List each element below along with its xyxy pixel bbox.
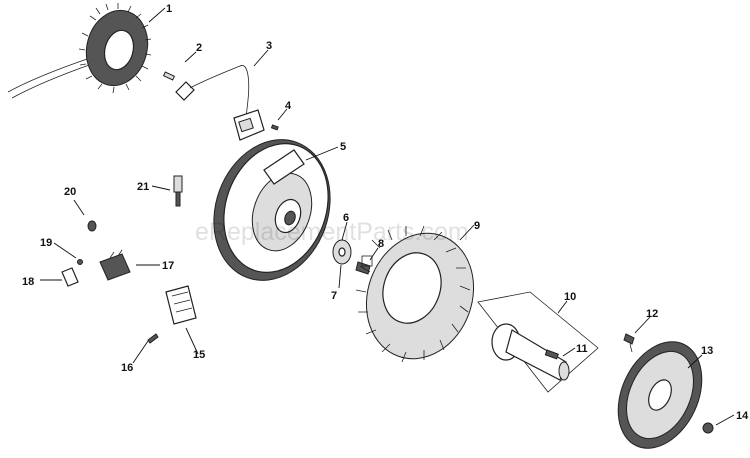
callout-18: 18: [22, 276, 34, 288]
bracket-part: [61, 267, 79, 287]
screw-part: [623, 333, 635, 353]
callout-6: 6: [343, 212, 349, 224]
screen-part: [617, 341, 703, 449]
clip-part: [77, 259, 83, 265]
shaft-assembly-part: [477, 291, 599, 393]
callout-2: 2: [196, 42, 202, 54]
callout-9: 9: [474, 220, 480, 232]
callout-1: 1: [166, 3, 172, 15]
fan-part: [355, 225, 475, 363]
ignition-module-part: [233, 109, 279, 141]
spark-plug-lead-part: [162, 65, 250, 119]
callout-11: 11: [576, 343, 588, 355]
rectifier-part: [165, 285, 197, 325]
callout-17: 17: [162, 260, 174, 272]
callout-13: 13: [701, 345, 713, 357]
callout-21: 21: [137, 181, 149, 193]
nut-part: [702, 422, 714, 434]
leader-lines: [40, 7, 735, 426]
regulator-part: [99, 249, 131, 281]
callout-14: 14: [736, 410, 749, 422]
watermark: eReplacementParts.com: [195, 218, 469, 246]
callout-7: 7: [331, 290, 337, 302]
callout-3: 3: [266, 40, 272, 52]
callout-10: 10: [564, 291, 576, 303]
stator-part: [7, 3, 152, 99]
callout-5: 5: [340, 141, 346, 153]
callout-8: 8: [378, 238, 384, 250]
callout-12: 12: [646, 308, 658, 320]
callouts: 1 2 3 4 5 6 7 8 9 10 11 12 13 14 15 16 1…: [22, 3, 749, 422]
callout-20: 20: [64, 186, 76, 198]
flywheel-part: [213, 139, 331, 281]
spark-plug-part: [173, 175, 183, 207]
callout-4: 4: [285, 100, 292, 112]
callout-15: 15: [193, 349, 205, 361]
callout-19: 19: [40, 237, 52, 249]
callout-16: 16: [121, 362, 133, 374]
screw-16-part: [147, 333, 159, 344]
grommet-part: [87, 220, 97, 232]
